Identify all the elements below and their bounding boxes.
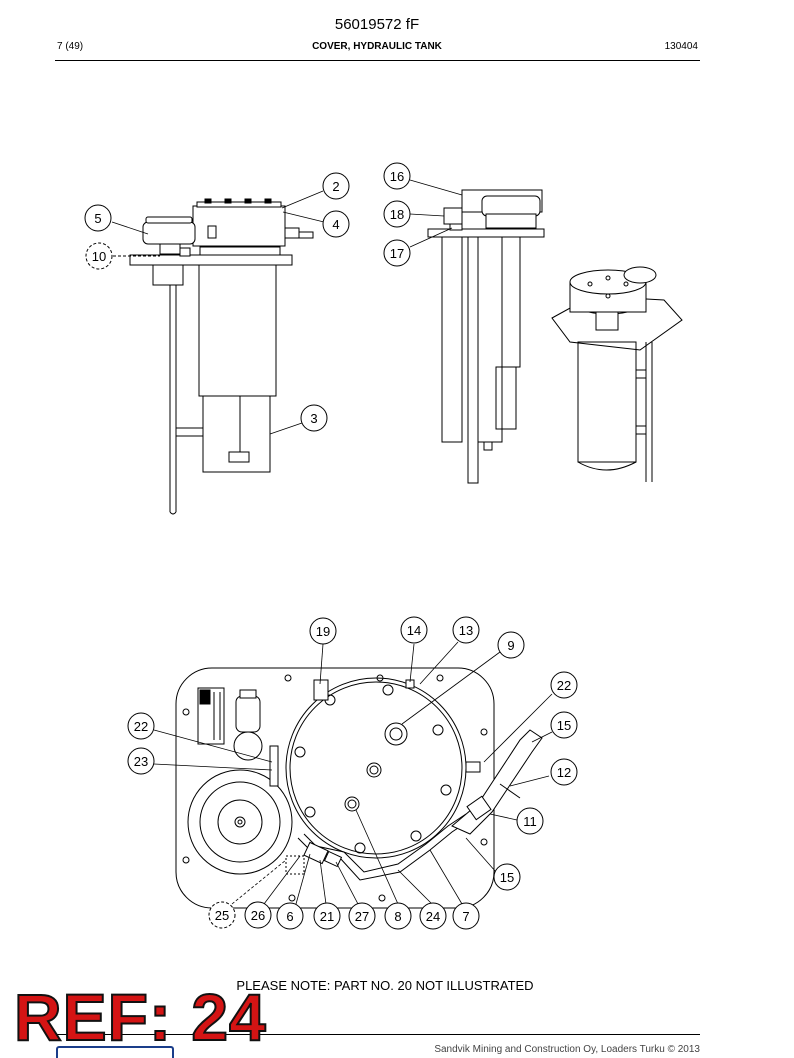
callout-label: 14 (407, 623, 421, 638)
callout-label: 19 (316, 624, 330, 639)
callout-8: 8 (384, 902, 412, 930)
callout-13: 13 (452, 616, 480, 644)
callout-label: 11 (523, 814, 537, 829)
callout-4: 4 (322, 210, 350, 238)
callout-10: 10 (85, 242, 113, 270)
header-rule (55, 60, 700, 61)
callout-11: 11 (516, 807, 544, 835)
page-title: COVER, HYDRAULIC TANK (312, 41, 442, 52)
callout-label: 13 (459, 623, 473, 638)
callout-23: 23 (127, 747, 155, 775)
isometric-view (551, 266, 683, 482)
callout-label: 26 (251, 908, 265, 923)
callout-2: 2 (322, 172, 350, 200)
side-view-middle (427, 189, 545, 484)
callout-label: 25 (215, 908, 229, 923)
callout-label: 15 (557, 718, 571, 733)
callout-label: 18 (390, 207, 404, 222)
callout-label: 2 (332, 179, 339, 194)
drawing-note: PLEASE NOTE: PART NO. 20 NOT ILLUSTRATED (236, 978, 534, 993)
callout-15: 15 (550, 711, 578, 739)
callout-label: 5 (94, 211, 101, 226)
callout-15: 15 (493, 863, 521, 891)
callout-21: 21 (313, 902, 341, 930)
leader-lines (111, 179, 553, 905)
callout-22: 22 (127, 712, 155, 740)
sandvik-logo (56, 1046, 174, 1058)
callout-label: 23 (134, 754, 148, 769)
copyright: Sandvik Mining and Construction Oy, Load… (434, 1044, 700, 1055)
callout-label: 22 (134, 719, 148, 734)
doc-number: 56019572 fF (334, 16, 420, 33)
callout-9: 9 (497, 631, 525, 659)
callout-label: 6 (286, 909, 293, 924)
top-view (175, 667, 543, 909)
doc-date: 130404 (664, 41, 698, 52)
callout-label: 12 (557, 765, 571, 780)
callout-label: 16 (390, 169, 404, 184)
callout-7: 7 (452, 902, 480, 930)
callout-27: 27 (348, 902, 376, 930)
callout-label: 7 (462, 909, 469, 924)
callout-label: 17 (390, 246, 404, 261)
callout-14: 14 (400, 616, 428, 644)
footer-rule (55, 1034, 700, 1035)
callout-label: 9 (507, 638, 514, 653)
callout-label: 8 (394, 909, 401, 924)
callout-25: 25 (208, 901, 236, 929)
callout-24: 24 (419, 902, 447, 930)
callout-label: 3 (310, 411, 317, 426)
callout-label: 27 (355, 909, 369, 924)
callout-26: 26 (244, 901, 272, 929)
ref-stamp: REF: 24 (13, 980, 267, 1054)
callout-label: 22 (557, 678, 571, 693)
callout-label: 24 (426, 909, 440, 924)
callout-label: 4 (332, 217, 339, 232)
callout-3: 3 (300, 404, 328, 432)
callout-12: 12 (550, 758, 578, 786)
side-view-left (113, 198, 314, 515)
page-count: 7 (49) (57, 41, 84, 52)
callout-label: 10 (92, 249, 106, 264)
callout-label: 21 (320, 909, 334, 924)
callout-16: 16 (383, 162, 411, 190)
callout-22: 22 (550, 671, 578, 699)
callout-19: 19 (309, 617, 337, 645)
callout-17: 17 (383, 239, 411, 267)
callout-18: 18 (383, 200, 411, 228)
callout-label: 15 (500, 870, 514, 885)
callout-6: 6 (276, 902, 304, 930)
callout-5: 5 (84, 204, 112, 232)
